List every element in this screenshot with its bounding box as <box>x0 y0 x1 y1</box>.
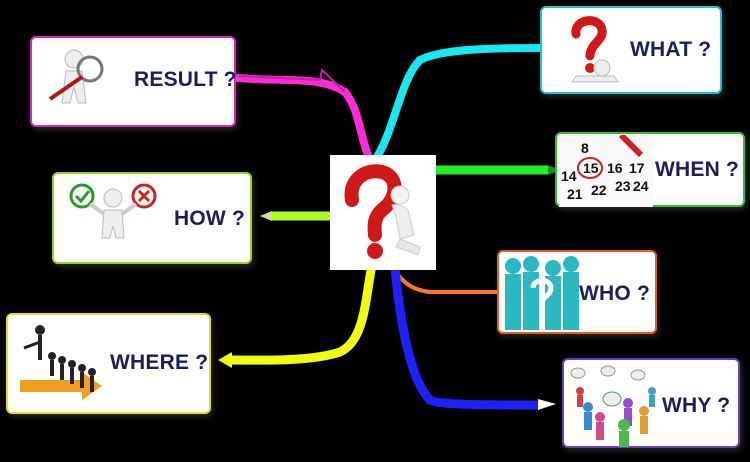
when-node[interactable]: 8 15 16 17 14 21 22 23 24 WHEN ? <box>555 132 745 207</box>
result-connector <box>234 74 376 169</box>
where-label: WHERE ? <box>110 351 209 374</box>
check-cross-person-icon <box>69 183 157 239</box>
leader-arrow-people-icon <box>20 325 102 400</box>
how-node[interactable]: HOW ? <box>52 172 252 264</box>
central-question-node <box>330 155 436 270</box>
where-node[interactable]: WHERE ? <box>6 313 211 414</box>
why-connector <box>390 263 543 410</box>
calendar-day: 22 <box>591 182 607 198</box>
what-connector <box>371 44 544 164</box>
calendar-day: 16 <box>607 160 623 176</box>
calendar-day: 17 <box>629 160 645 176</box>
calendar-day: 24 <box>633 178 649 194</box>
calendar-day: 14 <box>561 168 577 184</box>
when-label: WHEN ? <box>655 158 740 181</box>
calendar-day: 23 <box>615 178 631 194</box>
result-label: RESULT ? <box>134 68 237 91</box>
question-thinker-icon <box>344 164 421 259</box>
what-node[interactable]: WHAT ? <box>540 6 722 94</box>
what-label: WHAT ? <box>630 38 712 61</box>
calendar-icon: 8 15 16 17 14 21 22 23 24 <box>559 135 653 207</box>
why-node[interactable]: WHY ? <box>562 358 740 448</box>
result-node[interactable]: RESULT ? <box>30 36 237 127</box>
calendar-day: 21 <box>567 186 583 202</box>
how-label: HOW ? <box>174 207 245 230</box>
people-silhouette-question-icon <box>505 256 579 330</box>
who-node[interactable]: WHO ? <box>497 250 657 334</box>
who-label: WHO ? <box>579 282 650 305</box>
people-speech-bubbles-icon <box>570 365 656 447</box>
where-connector <box>225 260 377 365</box>
why-label: WHY ? <box>662 394 731 417</box>
calendar-day: 8 <box>581 140 589 156</box>
question-mark-person-icon <box>571 16 619 83</box>
calendar-day: 15 <box>583 160 599 176</box>
magnifier-person-icon <box>48 49 104 104</box>
